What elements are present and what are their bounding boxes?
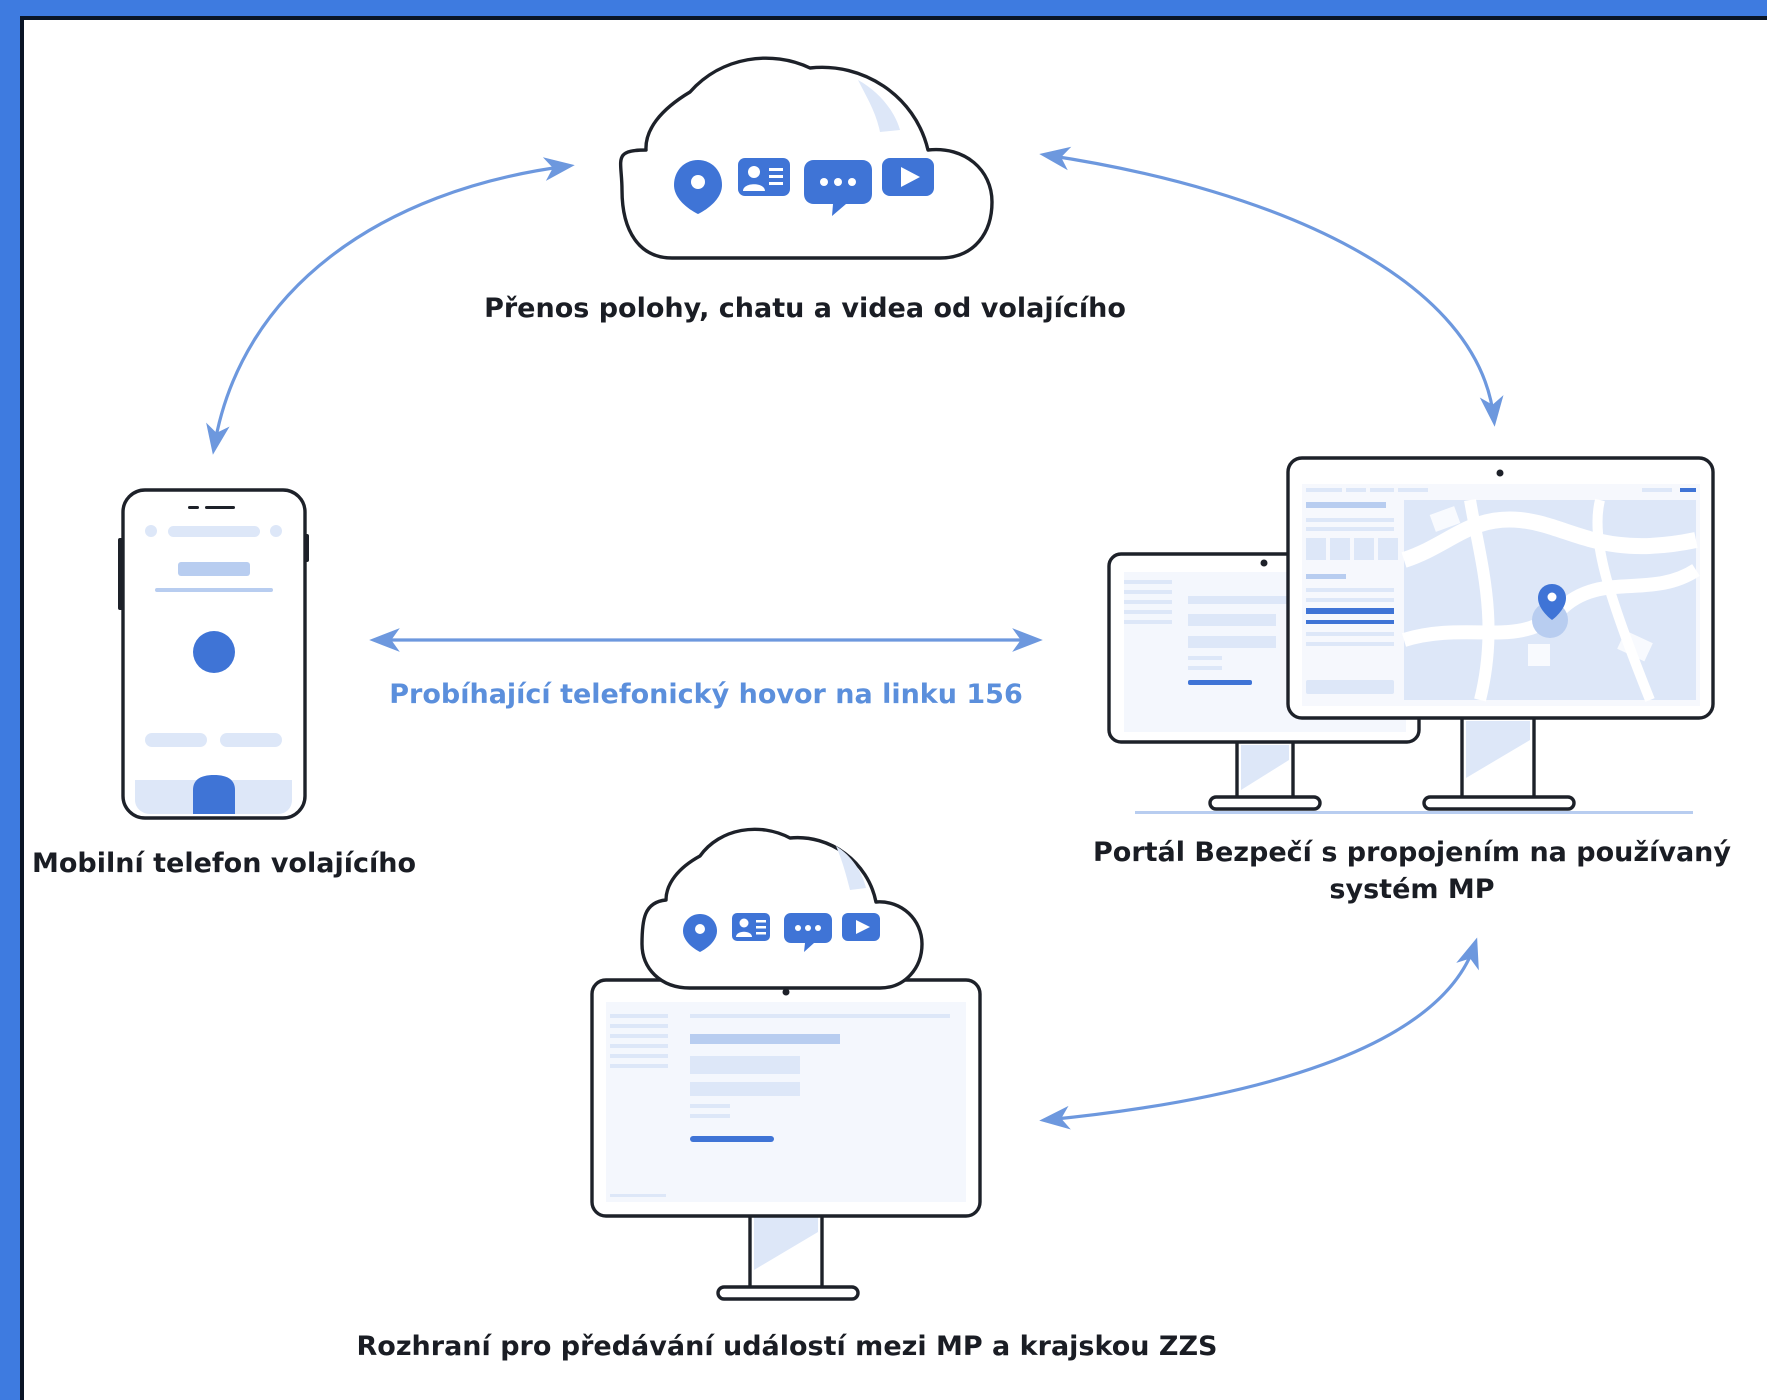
contact-card-icon [738, 158, 790, 196]
mobile-phone: Mobilní telefon volajícího [32, 488, 416, 879]
cloud-outline [618, 56, 994, 260]
cloud-shade [858, 80, 900, 132]
arrow-cloud-to-phone [206, 157, 575, 455]
cloud-icons-bottom [683, 913, 880, 952]
contact-card-icon [732, 913, 770, 941]
flow-arrows [206, 146, 1504, 1130]
location-pin-icon [683, 914, 717, 952]
top-cloud: Přenos polohy, chatu a videa od volající… [484, 56, 1126, 324]
portal-baseline [1135, 811, 1693, 814]
video-play-icon [842, 913, 880, 941]
chat-bubble-icon [784, 913, 832, 952]
call-label: Probíhající telefonický hovor na linku 1… [389, 679, 1023, 710]
arrow-portal-to-interface [1039, 937, 1479, 1130]
portal-monitors: Portál Bezpečí s propojením na používaný… [1093, 456, 1731, 905]
interface-label: Rozhraní pro předávání událostí mezi MP … [357, 1331, 1218, 1362]
phone-label: Mobilní telefon volajícího [32, 848, 416, 879]
interface-monitor: Rozhraní pro předávání událostí mezi MP … [357, 827, 1218, 1362]
portal-label-line2: systém MP [1329, 874, 1494, 905]
cloud-label: Přenos polohy, chatu a videa od volající… [484, 293, 1126, 324]
portal-label-line1: Portál Bezpečí s propojením na používaný [1093, 837, 1731, 868]
chat-bubble-icon [804, 160, 872, 216]
map-panel [1401, 498, 1700, 702]
location-pin-icon [674, 160, 722, 214]
video-play-icon [882, 158, 934, 196]
arrow-cloud-to-portal [1039, 146, 1504, 427]
cloud-outline-bottom [640, 827, 924, 990]
cloud-icons-top [674, 158, 934, 216]
main-monitor [1286, 456, 1715, 811]
bottom-cloud [640, 827, 924, 990]
